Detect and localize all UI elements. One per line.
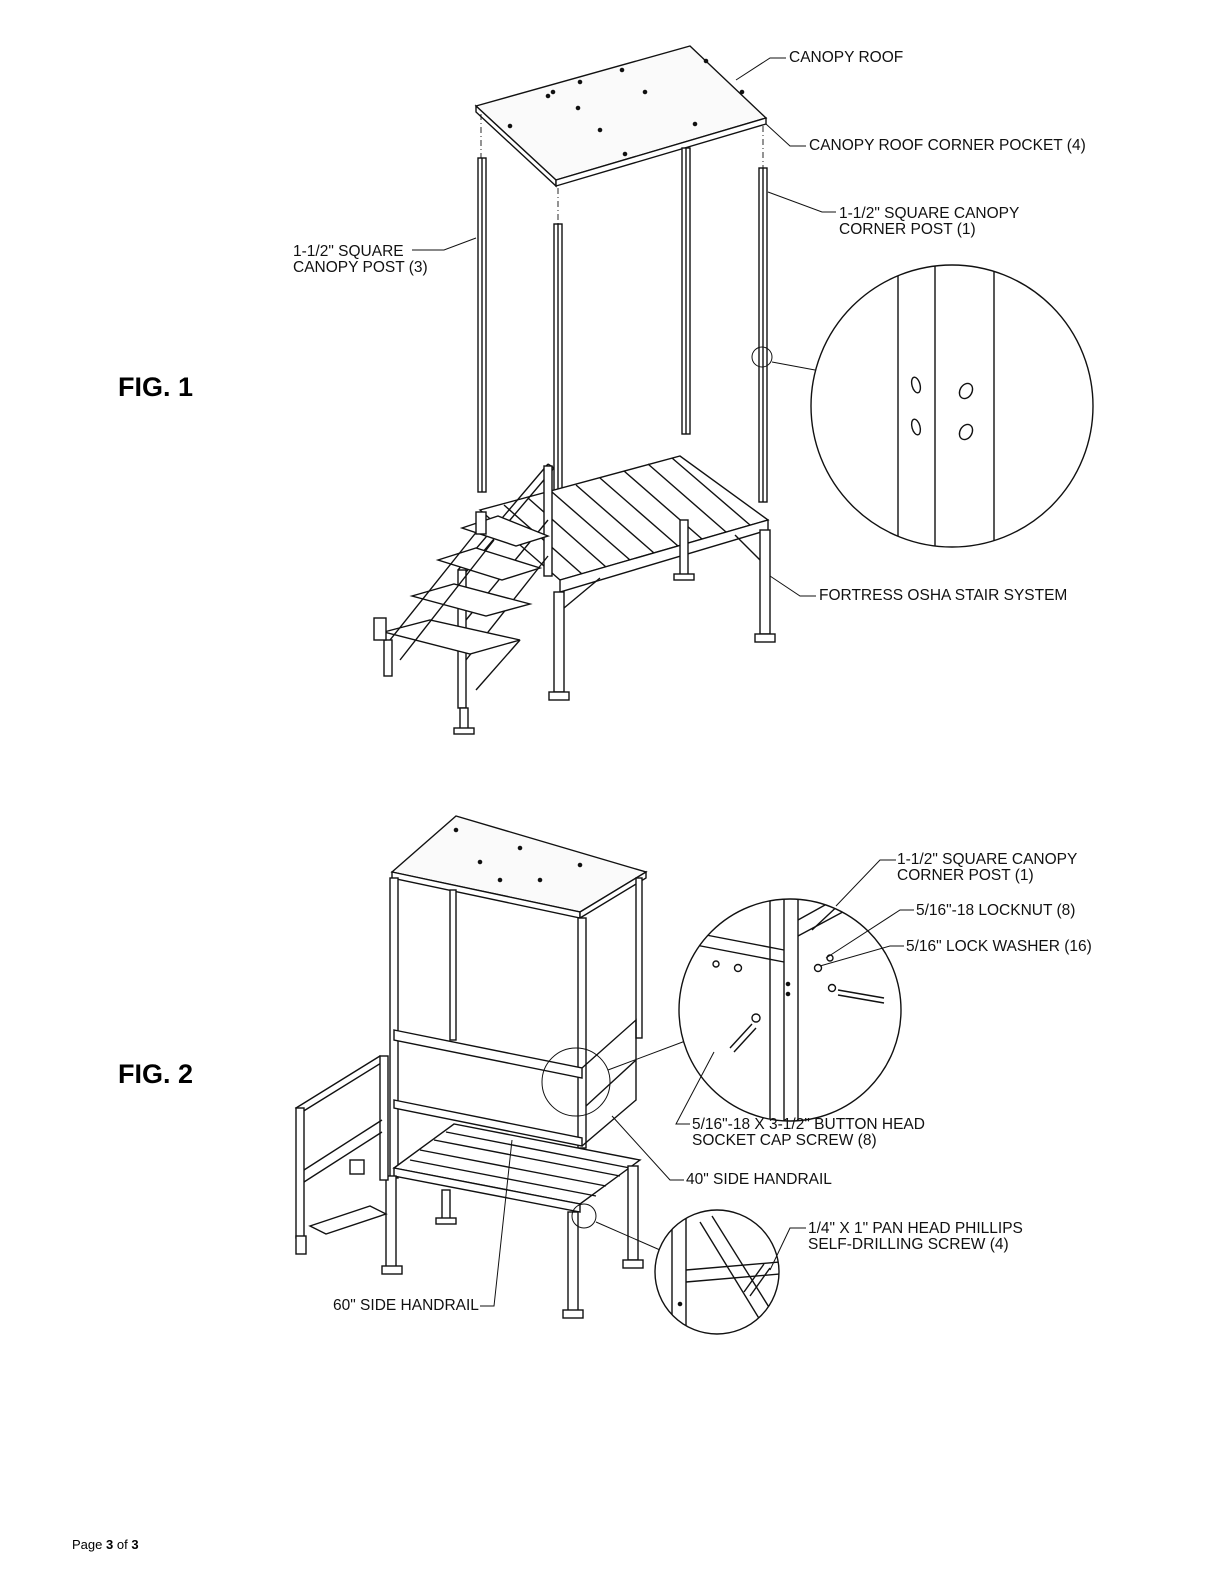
callout-handrail-60-text: 60" SIDE HANDRAIL [333, 1297, 479, 1314]
detail-circle-post-holes [810, 264, 1094, 548]
callout-canopy-roof: CANOPY ROOF [789, 50, 903, 66]
callout-canopy-roof-text: CANOPY ROOF [789, 49, 904, 66]
detail-circle-bolt-assembly [678, 898, 902, 1122]
callout-lock-washer-text: 5/16" LOCK WASHER (16) [906, 938, 1092, 955]
callout-handrail-40-text: 40" SIDE HANDRAIL [686, 1171, 832, 1188]
callout-corner-pocket: CANOPY ROOF CORNER POCKET (4) [809, 138, 1086, 154]
callout-canopy-post-line2: CANOPY POST (3) [293, 259, 428, 276]
callout-lock-washer: 5/16" LOCK WASHER (16) [906, 939, 1092, 955]
page-number-prefix: Page [72, 1537, 103, 1552]
callout-fig1-corner-post-line1: 1-1/2" SQUARE CANOPY [839, 205, 1020, 222]
callout-handrail-40: 40" SIDE HANDRAIL [686, 1172, 832, 1188]
callout-fig1-corner-post-line2: CORNER POST (1) [839, 221, 976, 238]
callout-handrail-60: 60" SIDE HANDRAIL [333, 1298, 479, 1314]
callout-fig1-corner-post: 1-1/2" SQUARE CANOPY CORNER POST (1) [839, 206, 1019, 238]
callout-locknut: 5/16"-18 LOCKNUT (8) [916, 903, 1075, 919]
callout-canopy-post: 1-1/2" SQUARE CANOPY POST (3) [293, 244, 428, 276]
fig2-drawing [294, 815, 914, 1335]
detail-circle-pan-screw [654, 1209, 780, 1335]
callout-locknut-text: 5/16"-18 LOCKNUT (8) [916, 902, 1076, 919]
callout-pan-screw-line1: 1/4" X 1" PAN HEAD PHILLIPS [808, 1220, 1023, 1237]
callout-stair-system: FORTRESS OSHA STAIR SYSTEM [819, 588, 1067, 604]
stair-steps [373, 463, 555, 735]
callout-cap-screw-line2: SOCKET CAP SCREW (8) [692, 1132, 877, 1149]
fig1-label: FIG. 1 [118, 372, 194, 402]
callout-canopy-post-line1: 1-1/2" SQUARE [293, 243, 404, 260]
canopy-roof-panel [474, 45, 768, 188]
callout-pan-screw-line2: SELF-DRILLING SCREW (4) [808, 1236, 1009, 1253]
callout-cap-screw: 5/16"-18 X 3-1/2" BUTTON HEAD SOCKET CAP… [692, 1117, 925, 1149]
page-number: Page 3 of 3 [72, 1537, 139, 1552]
callout-fig2-corner-post-line1: 1-1/2" SQUARE CANOPY [897, 851, 1078, 868]
callout-fig2-corner-post: 1-1/2" SQUARE CANOPY CORNER POST (1) [897, 852, 1077, 884]
callout-pan-screw: 1/4" X 1" PAN HEAD PHILLIPS SELF-DRILLIN… [808, 1221, 1023, 1253]
callout-fig2-corner-post-line2: CORNER POST (1) [897, 867, 1034, 884]
callout-cap-screw-line1: 5/16"-18 X 3-1/2" BUTTON HEAD [692, 1116, 925, 1133]
page-number-current: 3 [106, 1537, 114, 1552]
callout-stair-system-text: FORTRESS OSHA STAIR SYSTEM [819, 587, 1068, 604]
fig1-drawing [373, 45, 1094, 735]
page-number-of: of [116, 1537, 128, 1552]
page-number-total: 3 [131, 1537, 139, 1552]
fig2-label: FIG. 2 [118, 1059, 194, 1089]
callout-corner-pocket-text: CANOPY ROOF CORNER POCKET (4) [809, 137, 1086, 154]
